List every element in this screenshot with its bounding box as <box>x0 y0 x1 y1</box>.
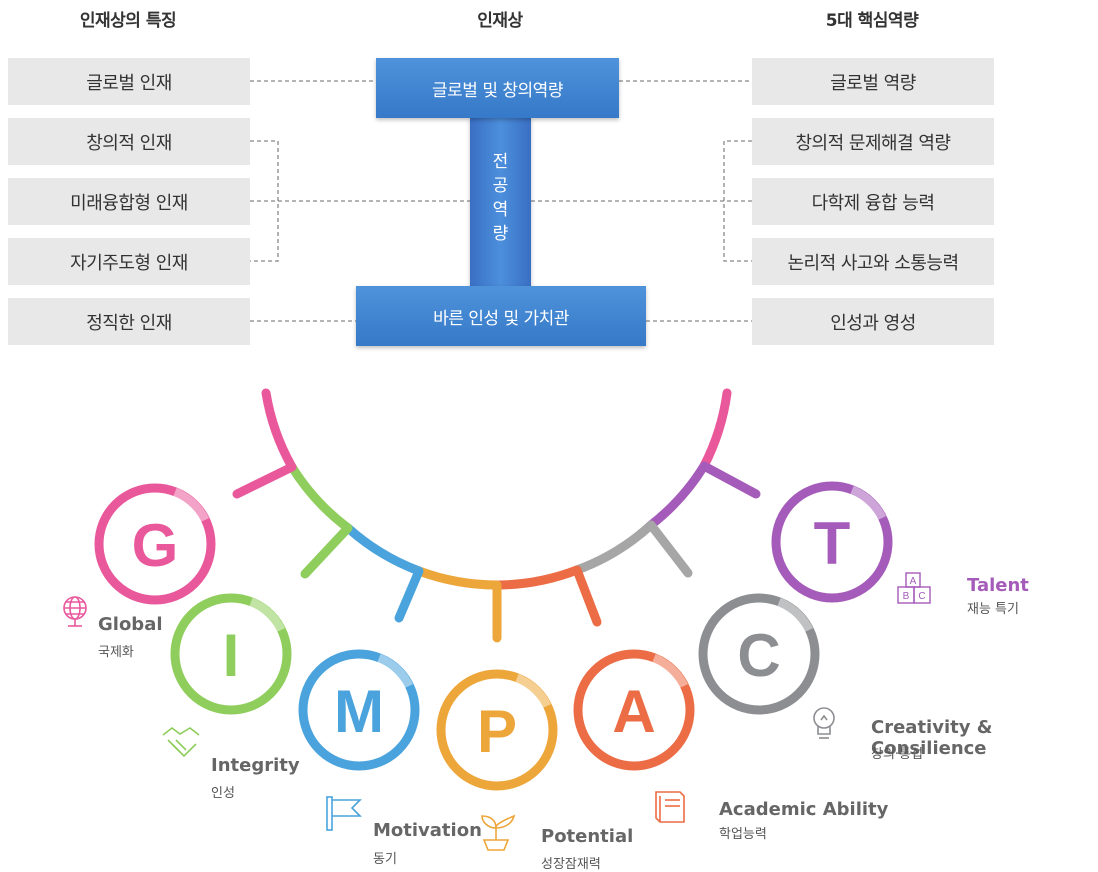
label-talent: Talent <box>967 575 1029 596</box>
stem-label: 전 공 역 량 <box>470 150 531 246</box>
bottom-bar: 바른 인성 및 가치관 <box>356 286 646 346</box>
arc-segment-t1 <box>646 461 709 530</box>
label-integrity: Integrity <box>211 755 300 776</box>
label-potential-korean: 성장잠재력 <box>541 857 601 872</box>
left-column-header: 인재상의 특징 <box>79 11 177 31</box>
label-global: Global <box>98 614 163 635</box>
letter-c: C <box>737 622 780 689</box>
letter-p: P <box>477 698 517 765</box>
spoke-g <box>232 462 297 499</box>
svg-text:A: A <box>910 576 917 587</box>
letter-a: A <box>612 678 655 745</box>
circle-c <box>698 593 820 715</box>
arc-segment-c <box>572 520 656 575</box>
spoke-m <box>394 566 424 623</box>
letter-g: G <box>132 512 179 579</box>
label-potential: Potential <box>541 826 634 847</box>
sprout-icon <box>481 814 516 851</box>
letter-i: I <box>223 622 240 689</box>
right-item-problem-solving: 창의적 문제해결 역량 <box>752 118 994 165</box>
label-motivation-korean: 동기 <box>373 852 397 867</box>
spoke-i <box>300 523 353 579</box>
center-column-header: 인재상 <box>477 11 523 31</box>
spoke-c <box>646 520 693 578</box>
top-bar: 글로벌 및 창의역량 <box>376 58 619 118</box>
stem-char: 공 <box>492 176 509 196</box>
label-creativity-korean: 창의·통섭 <box>871 747 923 762</box>
left-item-global: 글로벌 인재 <box>8 58 250 105</box>
stem-char: 역 <box>492 200 509 220</box>
right-item-logical-communication: 논리적 사고와 소통능력 <box>752 238 994 285</box>
major-competency-stem <box>470 117 531 287</box>
globe-icon <box>63 596 87 627</box>
book-icon <box>655 791 685 823</box>
right-item-global-competency: 글로벌 역량 <box>752 58 994 105</box>
left-item-honest: 정직한 인재 <box>8 298 250 345</box>
flag-icon <box>326 796 362 831</box>
circle-p <box>436 669 558 791</box>
left-item-creative: 창의적 인재 <box>8 118 250 165</box>
handshake-icon <box>162 726 200 758</box>
left-item-convergence: 미래융합형 인재 <box>8 178 250 225</box>
svg-text:C: C <box>918 591 925 602</box>
letter-m: M <box>334 678 384 745</box>
circle-m <box>298 649 420 771</box>
arc-segment-i <box>287 462 353 533</box>
label-talent-korean: 재능 특기 <box>967 602 1019 617</box>
arc-segment-a <box>495 565 582 590</box>
arc-segment-g <box>261 388 297 472</box>
circle-i <box>170 593 292 715</box>
arc-segment-p <box>414 566 505 590</box>
arc-segment-m <box>343 523 424 576</box>
right-item-multidisciplinary: 다학제 융합 능력 <box>752 178 994 225</box>
left-item-self-directed: 자기주도형 인재 <box>8 238 250 285</box>
letter-t: T <box>814 510 851 577</box>
abc-blocks-icon <box>897 572 931 604</box>
right-item-character: 인성과 영성 <box>752 298 994 345</box>
connector-lines <box>250 80 752 322</box>
svg-text:B: B <box>903 591 910 602</box>
lightbulb-icon <box>813 707 835 739</box>
label-academic-ability-korean: 학업능력 <box>719 827 767 842</box>
right-column-header: 5대 핵심역량 <box>825 11 919 31</box>
circle-g <box>94 483 216 605</box>
spoke-t <box>699 461 761 499</box>
stem-char: 전 <box>492 152 509 172</box>
stem-char: 량 <box>492 224 509 244</box>
circle-a <box>573 649 695 771</box>
label-global-korean: 국제화 <box>98 645 134 660</box>
spoke-a <box>572 565 602 627</box>
label-creativity: Creativity & Consilience <box>871 717 993 759</box>
arc-segment-t2 <box>699 388 732 471</box>
circle-t <box>771 481 893 603</box>
label-academic-ability: Academic Ability <box>719 799 889 820</box>
label-integrity-korean: 인성 <box>211 786 235 801</box>
label-motivation: Motivation <box>373 820 482 841</box>
